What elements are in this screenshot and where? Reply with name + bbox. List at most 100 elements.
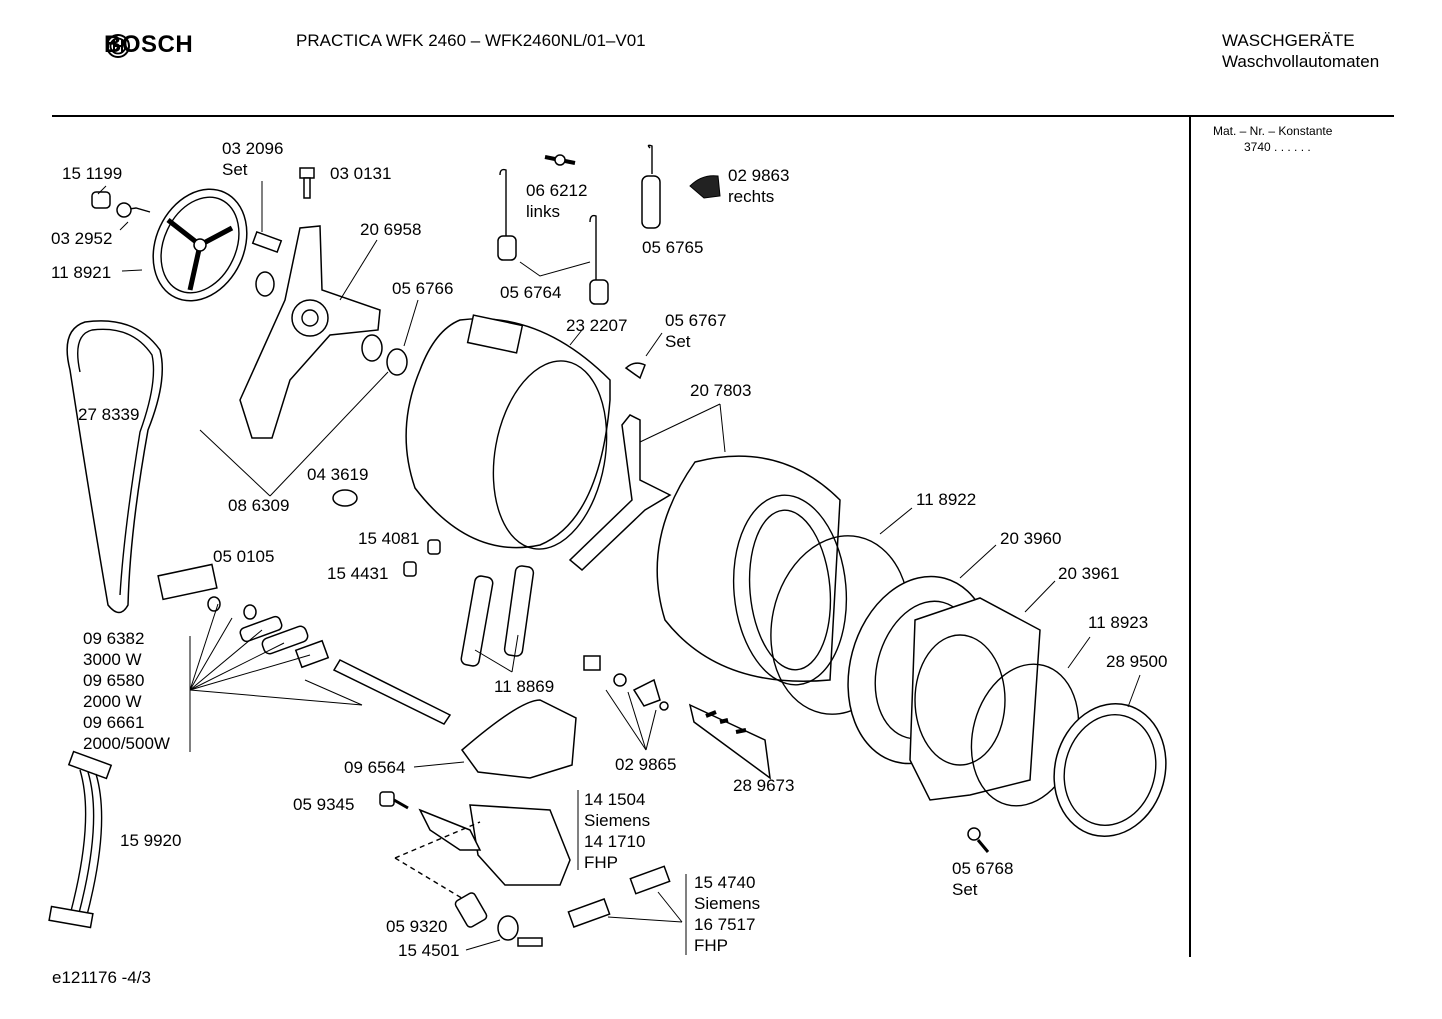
part-number: 15 4501	[398, 941, 460, 960]
set-screw-icon	[251, 230, 283, 254]
part-number: 05 0105	[213, 547, 275, 566]
spring-icon	[497, 168, 517, 261]
sensor-icon	[403, 561, 417, 577]
part-note: Set	[952, 880, 978, 899]
drum	[568, 414, 848, 686]
bracket-icon	[632, 678, 661, 707]
part-number: 09 6580	[83, 671, 145, 690]
part-number: 05 6767	[665, 311, 727, 330]
part-note: Set	[665, 332, 691, 351]
spring-icon	[641, 144, 661, 229]
drawing-code: e121176 -4/3	[52, 968, 151, 987]
part-number: 11 8923	[1088, 613, 1149, 632]
washing-tub	[405, 314, 611, 550]
category-title: WASCHGERÄTE	[1222, 31, 1355, 50]
part-number: 11 8922	[916, 490, 977, 509]
clamp-icon	[624, 362, 646, 380]
front-housing	[909, 597, 1041, 801]
model-title: PRACTICA WFK 2460 – WFK2460NL/01–V01	[296, 31, 646, 50]
part-number: 15 9920	[120, 831, 182, 850]
part-note: rechts	[728, 187, 775, 206]
bearing-icon	[255, 271, 275, 297]
screw-icon	[967, 827, 981, 841]
part-number: 11 8869	[494, 677, 555, 696]
carbon-brush-icon	[629, 865, 671, 895]
part-note: Set	[222, 160, 248, 179]
part-number: 15 4740	[694, 873, 756, 892]
carbon-brush-icon	[567, 898, 611, 928]
part-number: 15 4431	[327, 564, 389, 583]
part-number: 05 6768	[952, 859, 1014, 878]
part-note: 2000/500W	[83, 734, 170, 753]
part-number: 05 6765	[642, 238, 704, 257]
bolt-icon	[379, 791, 395, 807]
part-number: 15 1199	[62, 164, 123, 183]
heater-cover	[460, 699, 577, 779]
part-number: 09 6564	[344, 758, 406, 777]
callout-fan	[189, 603, 363, 752]
grease-tube	[688, 703, 771, 780]
connector-block	[157, 563, 218, 601]
clip-right-icon	[689, 175, 721, 199]
part-number: 03 2952	[51, 229, 113, 248]
bolt-icon	[583, 655, 601, 671]
door-ring	[1053, 702, 1167, 838]
mat-number-value: 3740 . . . . . .	[1244, 140, 1311, 154]
part-number: 15 4081	[358, 529, 420, 548]
part-number: 16 7517	[694, 915, 756, 934]
part-number: 20 3961	[1058, 564, 1120, 583]
part-number: 05 9345	[293, 795, 355, 814]
part-note: Siemens	[584, 811, 651, 830]
tacho-icon	[454, 892, 488, 928]
part-number: 23 2207	[566, 316, 628, 335]
part-number: 02 9863	[728, 166, 790, 185]
shock-absorber	[460, 565, 535, 667]
bushing-icon	[91, 191, 111, 209]
part-number: 20 7803	[690, 381, 752, 400]
part-note: links	[526, 202, 561, 221]
bolt-icon	[299, 167, 315, 199]
brand-name: BOSCH	[104, 31, 194, 58]
part-number: 03 0131	[330, 164, 392, 183]
part-number: 11 8921	[51, 263, 112, 282]
part-note: Siemens	[694, 894, 761, 913]
part-number: 20 3960	[1000, 529, 1062, 548]
drive-belt	[66, 320, 164, 614]
bosch-logo-icon	[106, 34, 130, 58]
sensor-icon	[427, 539, 441, 555]
part-number: 08 6309	[228, 496, 290, 515]
mat-number-label: Mat. – Nr. – Konstante	[1213, 124, 1333, 138]
bearing-icon	[361, 334, 383, 362]
part-number: 14 1710	[584, 832, 646, 851]
sidebar-divider	[1189, 117, 1191, 957]
part-number: 28 9500	[1106, 652, 1168, 671]
part-note: FHP	[694, 936, 728, 955]
pulley-wheel	[152, 188, 248, 302]
category-subtitle: Waschvollautomaten	[1222, 52, 1380, 71]
part-number: 05 6764	[500, 283, 562, 302]
part-number: 05 6766	[392, 279, 454, 298]
seal-ring-icon	[386, 348, 408, 376]
heater-element	[332, 659, 452, 725]
spring-icon	[589, 214, 609, 305]
part-note: 2000 W	[83, 692, 142, 711]
part-number: 05 9320	[386, 917, 448, 936]
part-number: 09 6661	[83, 713, 145, 732]
part-number: 06 6212	[526, 181, 588, 200]
motor	[418, 804, 571, 886]
part-number: 02 9865	[615, 755, 677, 774]
part-number: 20 6958	[360, 220, 422, 239]
wire-harness	[48, 750, 113, 929]
part-number: 09 6382	[83, 629, 145, 648]
part-note: 3000 W	[83, 650, 142, 669]
bearing-bracket	[239, 225, 381, 439]
part-number: 28 9673	[733, 776, 795, 795]
part-note: FHP	[584, 853, 618, 872]
part-number: 14 1504	[584, 790, 646, 809]
part-number: 03 2096	[222, 139, 284, 158]
part-number: 04 3619	[307, 465, 369, 484]
plug-icon	[332, 489, 358, 507]
part-number: 27 8339	[78, 405, 140, 424]
header-divider	[52, 115, 1394, 117]
